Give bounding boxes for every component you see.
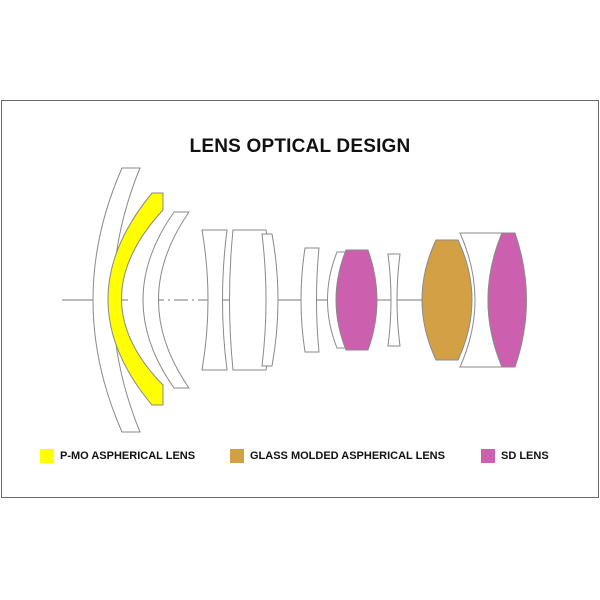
legend-item-glass-molded: GLASS MOLDED ASPHERICAL LENS bbox=[230, 448, 445, 464]
lens-element-11-glass-molded bbox=[421, 239, 473, 361]
lens-element-10 bbox=[387, 253, 401, 347]
legend-swatch-sd bbox=[481, 449, 495, 463]
legend-label-pmo: P-MO ASPHERICAL LENS bbox=[60, 450, 196, 462]
lens-element-3 bbox=[142, 211, 190, 389]
legend-swatch-pmo bbox=[40, 449, 54, 463]
lens-element-1 bbox=[92, 167, 141, 433]
lens-element-7 bbox=[300, 247, 320, 353]
diagram-title: LENS OPTICAL DESIGN bbox=[189, 136, 411, 157]
lens-element-2-pmo bbox=[107, 192, 164, 406]
legend-label-sd: SD LENS bbox=[501, 450, 549, 462]
lens-element-4 bbox=[201, 229, 228, 371]
legend-item-sd: SD LENS bbox=[481, 448, 549, 464]
lens-element-6 bbox=[261, 233, 279, 367]
lens-element-9-sd bbox=[335, 249, 378, 351]
lens-element-13-sd bbox=[487, 232, 527, 368]
legend-label-glass-molded: GLASS MOLDED ASPHERICAL LENS bbox=[250, 450, 445, 462]
legend-item-pmo: P-MO ASPHERICAL LENS bbox=[40, 448, 195, 464]
legend-swatch-glass-molded bbox=[230, 449, 244, 463]
